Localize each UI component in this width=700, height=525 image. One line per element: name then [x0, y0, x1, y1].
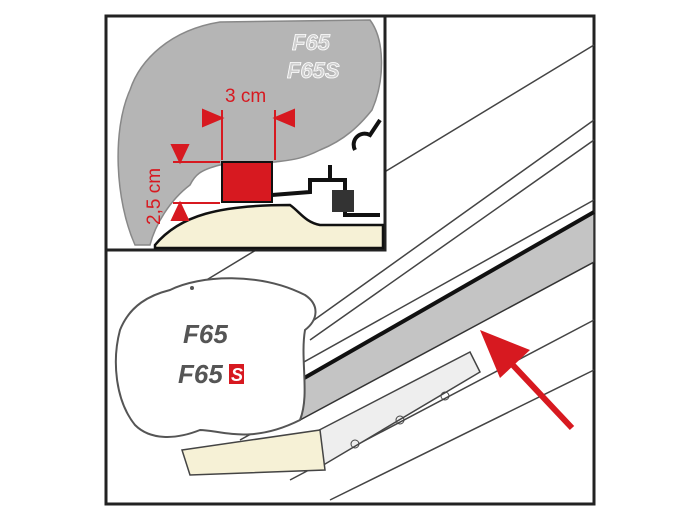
inset-bolt — [332, 190, 354, 212]
end-cap-screw — [190, 286, 194, 290]
logo-s-letter: S — [231, 365, 243, 385]
inset-height-label: 2,5 cm — [144, 168, 165, 225]
inset-logo-f65s: F65S — [287, 58, 340, 83]
main-logo-f65s: F65 — [178, 359, 223, 389]
inset-awning-profile — [117, 19, 383, 246]
roof-profile — [181, 429, 326, 476]
inset-clearance-block — [221, 161, 273, 203]
inset-width-label: 3 cm — [225, 86, 266, 107]
logo-s-badge — [229, 364, 244, 384]
main-scene: F65 F65 S — [114, 44, 595, 501]
roof-line — [329, 369, 595, 501]
insert-direction-arrow — [480, 330, 575, 431]
main-logo-f65: F65 — [183, 319, 228, 349]
awning-end-cap — [114, 277, 317, 438]
detail-inset: 3 cm 2,5 cm F65 F65S — [104, 14, 387, 252]
bracket-hole — [440, 391, 450, 401]
inset-roof — [153, 203, 385, 250]
inset-dimensions — [170, 108, 295, 221]
bracket-hole — [395, 415, 405, 425]
rail-top-edge — [291, 210, 595, 387]
bracket-hole — [350, 439, 360, 449]
inset-bracket — [271, 118, 382, 217]
inset-logo-f65: F65 — [292, 30, 331, 55]
